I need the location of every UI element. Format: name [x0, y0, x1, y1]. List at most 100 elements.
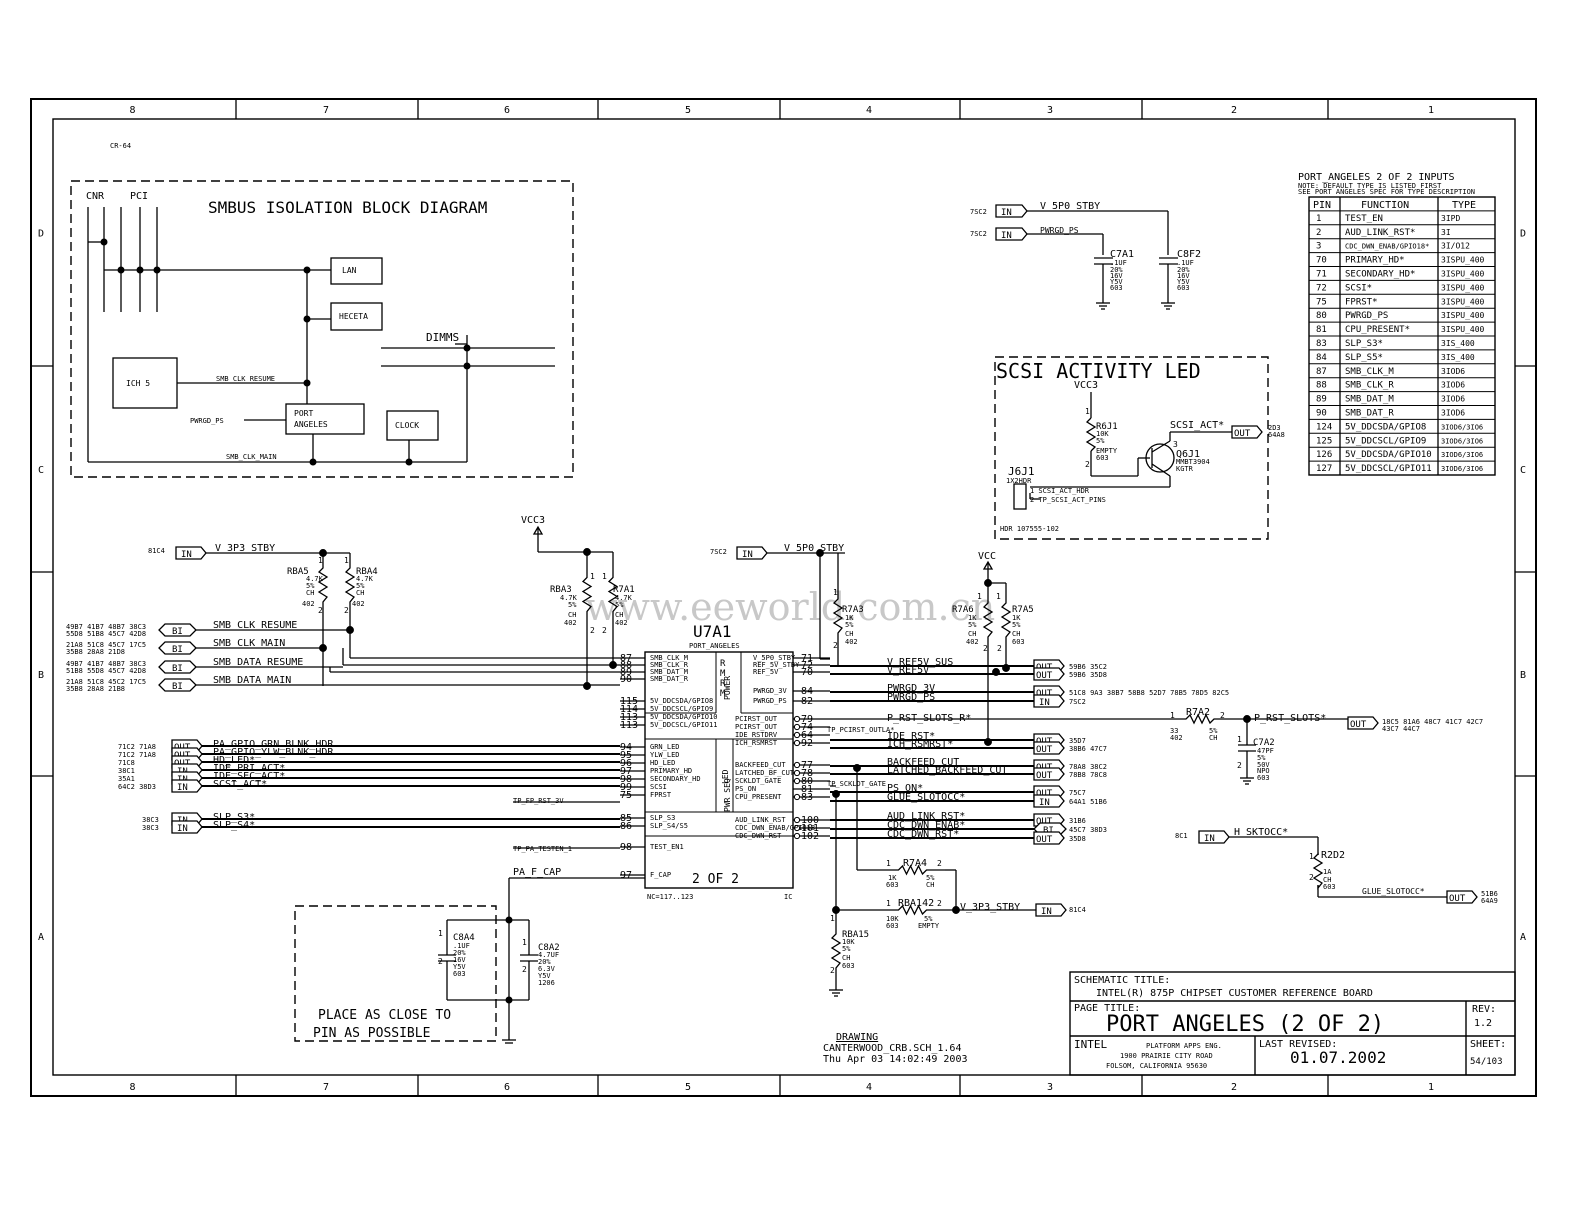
c8a4-name: C8A4: [453, 933, 475, 943]
out-8-tag: OUT: [1036, 789, 1053, 799]
u7a1-left-pin-num: 75: [620, 790, 632, 801]
u7a1-right-pin-num: 84: [801, 686, 813, 697]
j6j1-name: J6J1: [1008, 465, 1035, 478]
zone-bottom: 1: [1428, 1082, 1434, 1093]
c8a2-diel: Y5V: [538, 972, 551, 980]
glue-slotocc-net: GLUE_SLOTOCC*: [1362, 887, 1425, 896]
rba15-tol: 5%: [842, 945, 851, 953]
u7a1-footer-left: NC=117..123: [647, 893, 693, 901]
r7a3-tol: 5%: [845, 621, 854, 629]
u7a1-right-pin-name: REF_5V: [753, 668, 779, 676]
out-10-tag: OUT: [1036, 817, 1053, 827]
corner-ref: CR-64: [110, 142, 131, 150]
c8a4-pin1: 1: [438, 929, 443, 938]
r7a6-pin1: 1: [977, 592, 982, 601]
u7a1-right-pin-num: 77: [801, 760, 813, 771]
zone-right: D: [1520, 229, 1526, 240]
u7a1-right-pin-num: 70: [801, 667, 813, 678]
c8a2-pin1: 1: [522, 938, 527, 947]
last-revised-label: LAST REVISED:: [1259, 1039, 1337, 1050]
u7a1-ref: U7A1: [693, 622, 732, 641]
u7a1-left-pin-num: 99: [620, 782, 632, 793]
zone-right: B: [1520, 670, 1526, 681]
address-2: 1900 PRAIRIE CITY ROAD: [1120, 1052, 1213, 1060]
rba15-pin2: 2: [830, 966, 835, 975]
c8a2-pin2: 2: [522, 965, 527, 974]
r7a2-pkg: 402: [1170, 734, 1183, 742]
r7a5-pkg: 603: [1012, 638, 1025, 646]
table-type-cell: 3IOD6: [1441, 367, 1465, 376]
r7a4-type: CH: [926, 881, 934, 889]
u7a1-left-pin-name: SLP_S3: [650, 814, 675, 822]
u7a1-right-pin-name: PCIRST_OUT: [735, 715, 778, 723]
table-type-cell: 3IS_400: [1441, 339, 1475, 348]
smb-net-2: SMB_DATA_RESUME: [213, 657, 303, 668]
u7a1-left-pin-name: 5V_DDCSCL/GPIO9: [650, 705, 713, 713]
led-5-port: [171, 779, 203, 793]
c7a1-volt: 16V: [1110, 272, 1123, 280]
zone-bottom: 3: [1047, 1082, 1053, 1093]
u7a1-right-pin-name: CDC_DWN_ENAB/GPIO18: [735, 824, 815, 832]
c7a1-diel: Y5V: [1110, 278, 1123, 286]
u7a1-right-pin-num: 83: [801, 792, 813, 803]
zone-left: C: [38, 465, 44, 476]
r7a2-name: R7A2: [1186, 707, 1210, 718]
u7a1-left-pin-num: 113: [620, 720, 638, 731]
c8f2-name: C8F2: [1177, 249, 1201, 260]
u7a1-r-section: R: [720, 659, 726, 669]
smb-ref: 55D8 51B8 45C7 42D8: [66, 630, 146, 638]
led-ref: 71C8: [118, 759, 135, 767]
table-function-cell: TEST_EN: [1345, 214, 1383, 224]
right-ref-1: 59B6 35D8: [1069, 671, 1107, 679]
rba3-name: RBA3: [550, 585, 572, 595]
table-function-cell: SMB_CLK_M: [1345, 367, 1394, 377]
table-pin-cell: 89: [1316, 395, 1327, 405]
smb-ref: 51B8 55D8 45C7 42D8: [66, 667, 146, 675]
r7a5-type: CH: [1012, 630, 1020, 638]
right-ref-9: 64A1 51B6: [1069, 798, 1107, 806]
slp-ref: 38C3: [142, 816, 159, 824]
u7a1-right-pin-num: 71: [801, 653, 813, 664]
u7a1-right-pin-name: LATCHED_BF_CUT: [735, 769, 795, 777]
table-pin-cell: 2: [1316, 228, 1321, 238]
pwrgd-ps-label: PWRGD_PS: [190, 417, 224, 425]
rba4-type: CH: [356, 589, 364, 597]
r7a3-pin2: 2: [833, 641, 838, 650]
r2d2-pkg: 603: [1323, 883, 1336, 891]
tp-sckldt-label: TP_SCKLDT_GATE: [827, 780, 886, 788]
table-pin-cell: 81: [1316, 325, 1327, 335]
address-1: PLATFORM APPS ENG.: [1146, 1042, 1222, 1050]
sheet-value: 54/103: [1470, 1057, 1503, 1067]
u7a1-left-pin-name: 5V_DDCSCL/GPIO11: [650, 721, 717, 729]
bi-tag: BI: [1043, 826, 1054, 836]
pin-table-note2: SEE PORT ANGELES SPEC FOR TYPE DESCRIPTI…: [1298, 188, 1475, 196]
table-type-cell: 3IOD6/3IO6: [1441, 465, 1483, 473]
u7a1-right-pin-num: 79: [801, 714, 813, 725]
r7a3-name: R7A3: [842, 605, 864, 615]
slp-1-port: [171, 820, 203, 834]
right-net-5: ICH_RSMRST*: [887, 739, 953, 750]
drawing-label: DRAWING: [836, 1032, 878, 1043]
in1-ref: 7SC2: [970, 208, 987, 216]
rba142-name: RBA142: [898, 898, 934, 909]
u7a1-right-pin-name: PWRGD_3V: [753, 687, 788, 695]
rba5-type: CH: [306, 589, 314, 597]
r7a1-type: CH: [615, 611, 623, 619]
drawing-file: CANTERWOOD_CRB.SCH_1.64: [823, 1043, 961, 1054]
r7a5-pin2: 2: [997, 644, 1002, 653]
top-caps: 7SC2 7SC2 IN IN V_5P0_STBY PWRGD_PS C7A1…: [970, 201, 1201, 310]
r7a3-value: 1K: [845, 614, 854, 622]
u7a1-left-pin-name: HD_LED: [650, 759, 675, 767]
u7a1-chip: U7A1 PORT_ANGELES 2 OF 2 NC=117..123 IC …: [620, 622, 830, 901]
u7a1-left-pin-name: TEST_EN1: [650, 843, 684, 851]
p-rst-ref2: 43C7 44C7: [1382, 725, 1420, 733]
in3p3-ref-2: 81C4: [1069, 906, 1086, 914]
scsi-vcc3: VCC3: [1074, 380, 1098, 391]
u7a1-left-pin-name: SMB_DAT_R: [650, 675, 689, 683]
in-tag: IN: [1204, 834, 1215, 844]
place-note-1: PLACE AS CLOSE TO: [318, 1008, 451, 1023]
rba15-pkg: 603: [842, 962, 855, 970]
c8f2-diel: Y5V: [1177, 278, 1190, 286]
